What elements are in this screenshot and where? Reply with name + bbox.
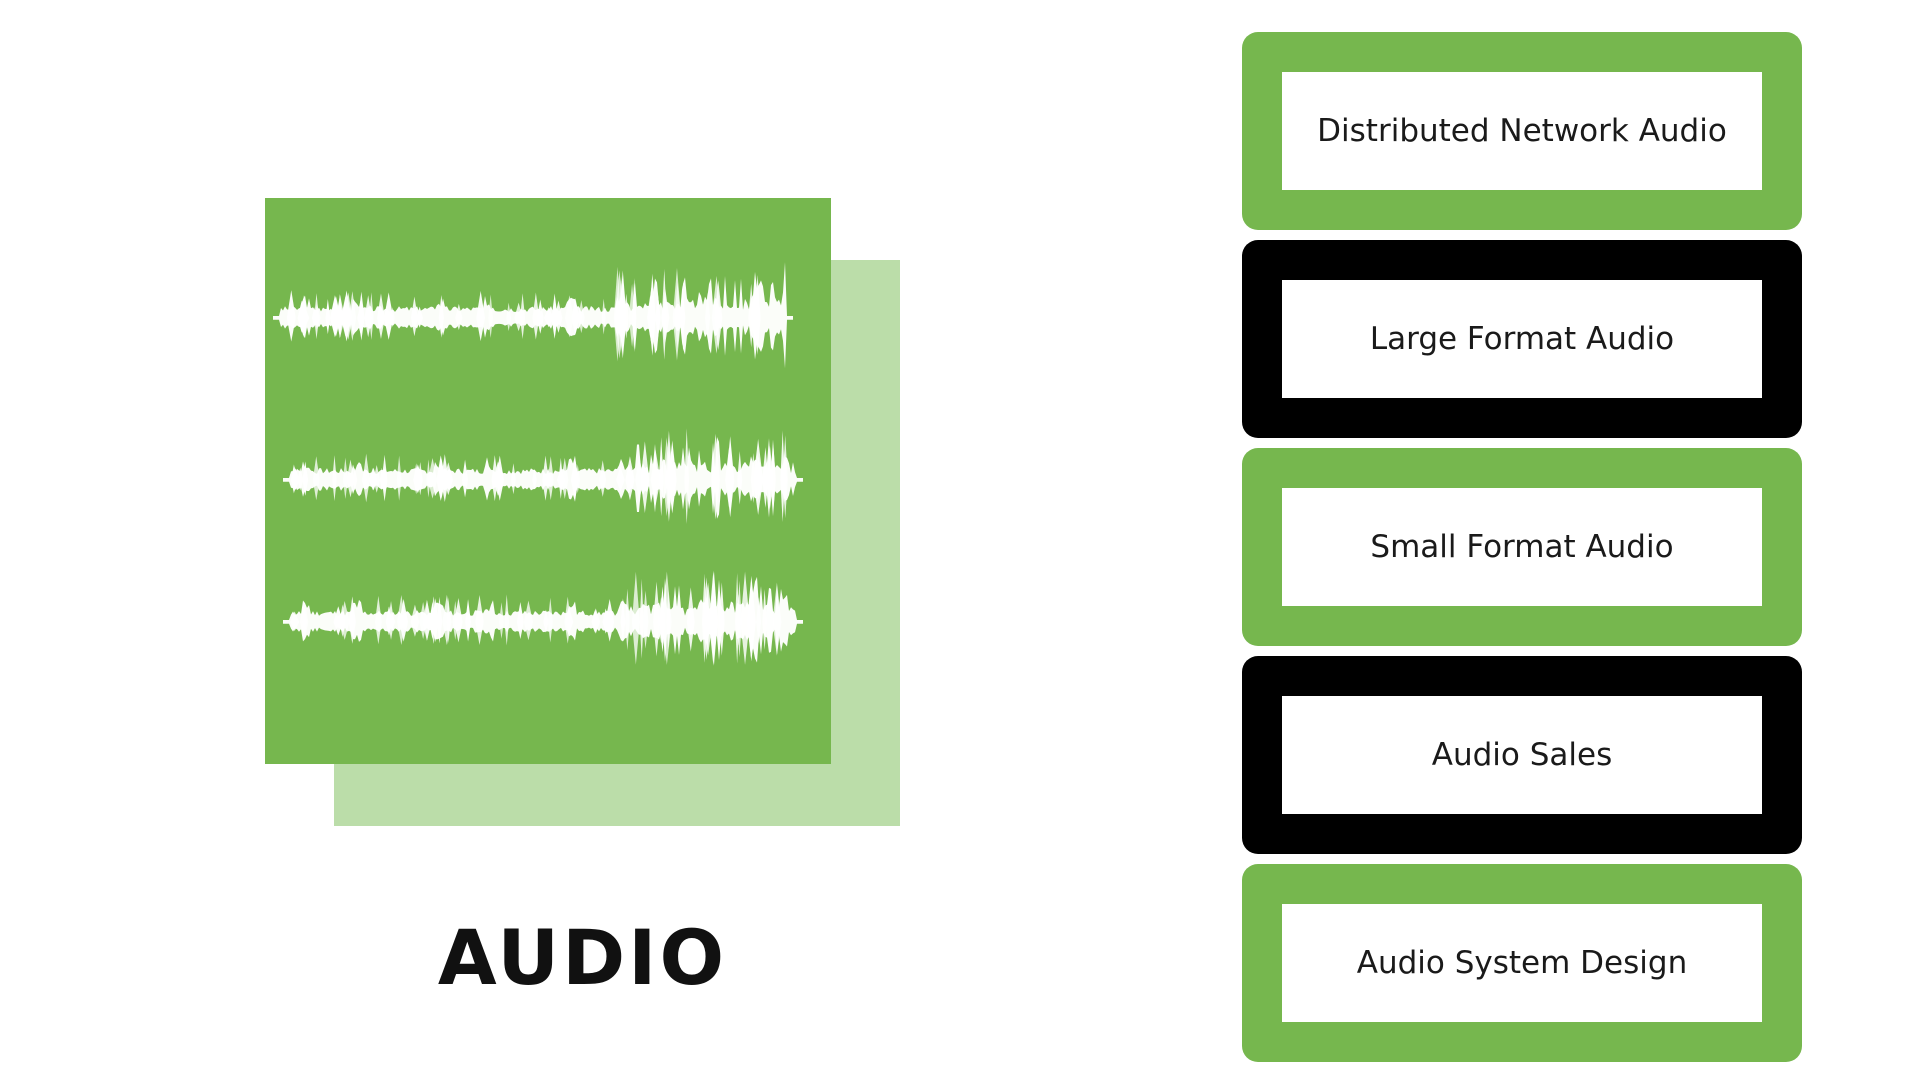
audio-waveform-icon xyxy=(273,262,803,666)
waveform-row xyxy=(283,570,803,666)
service-label: Distributed Network Audio xyxy=(1282,72,1762,190)
service-card-audio-system-design[interactable]: Audio System Design xyxy=(1242,864,1802,1062)
service-list: Distributed Network Audio Large Format A… xyxy=(1242,32,1802,1072)
service-label: Large Format Audio xyxy=(1282,280,1762,398)
audio-illustration xyxy=(265,198,900,828)
service-card-large-format-audio[interactable]: Large Format Audio xyxy=(1242,240,1802,438)
waveform-row xyxy=(273,262,793,369)
service-label: Small Format Audio xyxy=(1282,488,1762,606)
waveform-row xyxy=(283,428,803,524)
service-card-audio-sales[interactable]: Audio Sales xyxy=(1242,656,1802,854)
section-heading: AUDIO xyxy=(437,913,728,1002)
illustration-main-square xyxy=(265,198,831,764)
service-card-distributed-network-audio[interactable]: Distributed Network Audio xyxy=(1242,32,1802,230)
service-label: Audio Sales xyxy=(1282,696,1762,814)
service-label: Audio System Design xyxy=(1282,904,1762,1022)
service-card-small-format-audio[interactable]: Small Format Audio xyxy=(1242,448,1802,646)
